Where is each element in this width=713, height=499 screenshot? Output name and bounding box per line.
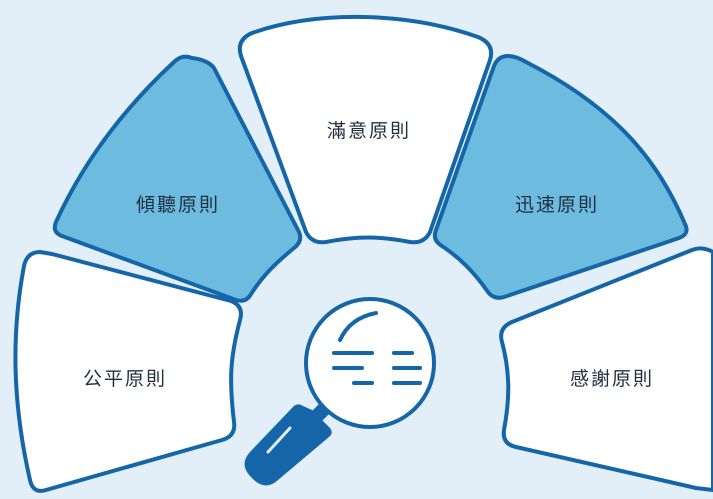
segment-gratitude-label: 感謝原則: [570, 368, 654, 390]
magnifying-glass-lens: [304, 297, 436, 429]
segment-speed-label: 迅速原則: [515, 194, 599, 216]
lens-lines-icon: [332, 351, 422, 385]
segment-listening-label: 傾聽原則: [136, 194, 220, 216]
segment-fairness-shape: [13, 250, 243, 493]
segment-gratitude: 感謝原則: [499, 246, 713, 492]
segment-listening-shape: [52, 54, 303, 303]
magnifying-glass-handle: [244, 404, 332, 486]
segment-fairness: 公平原則: [13, 250, 243, 493]
segment-listening: 傾聽原則: [52, 54, 303, 303]
segment-satisfaction-shape: [237, 15, 494, 245]
segment-speed: 迅速原則: [432, 54, 689, 300]
magnifying-glass-handle-highlight: [266, 426, 292, 454]
magnifying-glass-icon: [244, 297, 436, 486]
segment-speed-shape: [432, 54, 689, 300]
lens-arc-icon: [338, 311, 378, 342]
segment-fairness-label: 公平原則: [83, 368, 167, 390]
segment-satisfaction-label: 滿意原則: [327, 120, 411, 142]
segment-satisfaction: 滿意原則: [237, 15, 494, 245]
segment-gratitude-shape: [499, 246, 713, 492]
